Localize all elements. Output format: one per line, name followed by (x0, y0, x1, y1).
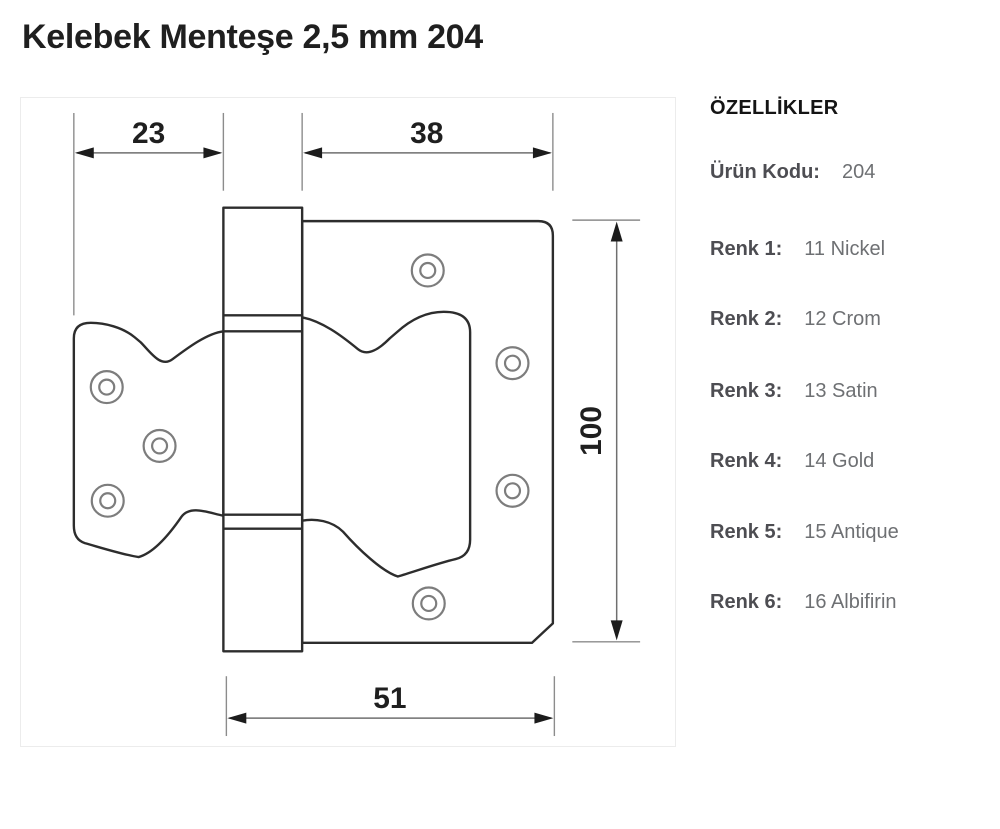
dimension-label-51: 51 (373, 682, 406, 715)
specifications-header: ÖZELLİKLER (710, 97, 839, 119)
right-plate (300, 219, 555, 645)
specifications-panel: ÖZELLİKLER Ürün Kodu: 204 Renk 1: 11 Nic… (706, 97, 990, 745)
technical-drawing-panel: 23 38 100 51 (20, 97, 676, 747)
spec-label: Renk 3: (710, 380, 783, 402)
screw-hole-icon (410, 253, 445, 288)
spec-label: Renk 5: (710, 521, 783, 543)
spec-row-color-1: Renk 1: 11 Nickel (710, 238, 885, 261)
barrel-joint-lines (223, 314, 303, 530)
dimension-label-100: 100 (575, 406, 608, 456)
spec-value: 12 Crom (804, 308, 881, 330)
spec-row-color-6: Renk 6: 16 Albifirin (710, 591, 897, 614)
page-title: Kelebek Menteşe 2,5 mm 204 (22, 18, 483, 56)
dimension-51: 51 (225, 676, 556, 737)
dimension-23: 23 (73, 112, 225, 316)
spec-row-color-4: Renk 4: 14 Gold (710, 450, 874, 473)
screw-hole-icon (495, 473, 530, 508)
screw-hole-icon (142, 428, 177, 463)
dimension-100: 100 (572, 219, 641, 643)
left-wing-plate (72, 321, 225, 559)
dimension-38: 38 (301, 112, 554, 191)
screw-hole-icon (89, 370, 124, 405)
hinge-barrel (222, 206, 304, 653)
spec-row-color-3: Renk 3: 13 Satin (710, 380, 878, 403)
dimension-label-38: 38 (410, 117, 443, 150)
screw-hole-icon (495, 346, 530, 381)
spec-label: Renk 6: (710, 591, 783, 613)
spec-label: Renk 1: (710, 238, 783, 260)
dimension-label-23: 23 (132, 117, 165, 150)
screw-holes (89, 253, 530, 621)
hinge-technical-drawing: 23 38 100 51 (72, 112, 641, 737)
spec-label: Ürün Kodu: (710, 161, 820, 183)
screw-hole-icon (411, 586, 446, 621)
spec-row-color-2: Renk 2: 12 Crom (710, 308, 881, 331)
screw-hole-icon (90, 483, 125, 518)
spec-label: Renk 4: (710, 450, 783, 472)
spec-row-color-5: Renk 5: 15 Antique (710, 521, 899, 544)
spec-value: 11 Nickel (804, 238, 886, 260)
spec-label: Renk 2: (710, 308, 783, 330)
spec-value: 15 Antique (804, 521, 899, 543)
spec-row-product-code: Ürün Kodu: 204 (710, 161, 875, 184)
spec-value: 13 Satin (804, 380, 878, 402)
spec-value: 14 Gold (804, 450, 875, 472)
spec-value: 16 Albifirin (804, 591, 897, 613)
spec-value: 204 (841, 161, 876, 183)
